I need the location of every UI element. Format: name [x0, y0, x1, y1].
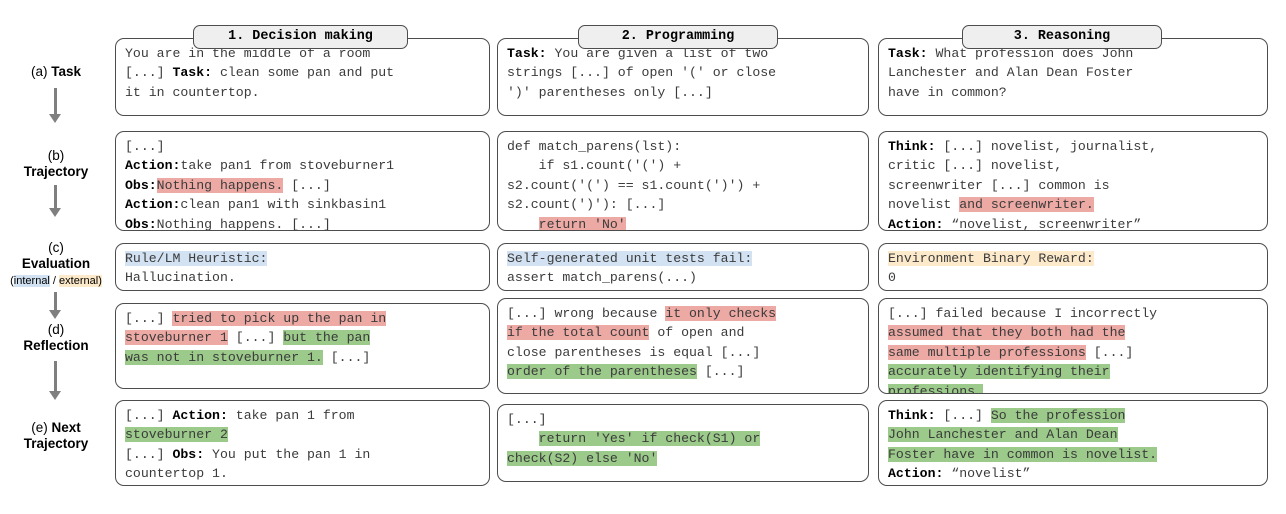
panel-refl-reason-text: [...] failed because I incorrectly assum… — [888, 306, 1157, 393]
stage-index-b: (b) — [47, 148, 65, 163]
stage-name-next-trajectory: Trajectory — [23, 435, 89, 451]
panel-traj-reason-text: Think: [...] novelist, journalist, criti… — [888, 139, 1158, 231]
evaluation-note-separator: / — [49, 275, 60, 287]
evaluation-prog-body: assert match_parens(...) — [507, 270, 697, 286]
evaluation-prog-head: Self-generated unit tests fail: — [507, 251, 753, 266]
column-header-decision-making: 1. Decision making — [193, 25, 408, 49]
stage-index-c: (c) — [48, 240, 64, 255]
stage-label-reflection: (d) Reflection — [0, 322, 112, 353]
panel-evaluation-programming: Self-generated unit tests fail: assert m… — [497, 243, 869, 291]
evaluation-note-external: external — [59, 275, 99, 287]
panel-task-reasoning: Task: What profession does John Lanchest… — [878, 38, 1268, 116]
evaluation-note-open-paren: ( — [10, 275, 14, 287]
stage-name-evaluation: Evaluation — [21, 255, 91, 271]
column-header-reasoning: 3. Reasoning — [962, 25, 1162, 49]
arrow-reflection-to-next-trajectory — [49, 361, 63, 401]
panel-next-trajectory-reasoning: Think: [...] So the profession John Lanc… — [878, 400, 1268, 486]
panel-evaluation-reasoning: Environment Binary Reward: 0 — [878, 243, 1268, 291]
panel-trajectory-decision-making: [...] Action:take pan1 from stoveburner1… — [115, 131, 490, 231]
panel-refl-prog-text: [...] wrong because it only checks if th… — [507, 306, 777, 380]
stage-name-next: Next — [51, 420, 81, 435]
stage-name-trajectory: Trajectory — [23, 163, 89, 179]
panel-task-dm-text: You are in the middle of a room [...] Ta… — [125, 46, 395, 100]
panel-task-prog-text: Task: You are given a list of two string… — [507, 46, 777, 100]
panel-traj-dm-text: [...] Action:take pan1 from stoveburner1… — [125, 139, 395, 231]
evaluation-source-note: (internal / external) — [0, 275, 114, 288]
stage-index-a: (a) — [30, 64, 48, 79]
panel-reflection-decision-making: [...] tried to pick up the pan in stoveb… — [115, 303, 490, 389]
panel-reflection-reasoning: [...] failed because I incorrectly assum… — [878, 298, 1268, 394]
panel-trajectory-reasoning: Think: [...] novelist, journalist, criti… — [878, 131, 1268, 231]
stage-index-d: (d) — [47, 322, 65, 337]
evaluation-reason-head: Environment Binary Reward: — [888, 251, 1094, 266]
stage-label-evaluation: (c) Evaluation — [0, 240, 112, 271]
panel-next-prog-text: [...] return 'Yes' if check(S1) or check… — [507, 412, 761, 466]
stage-index-e: (e) — [31, 420, 48, 435]
panel-refl-dm-text: [...] tried to pick up the pan in stoveb… — [125, 311, 387, 365]
panel-traj-prog-text: def match_parens(lst): if s1.count('(') … — [507, 139, 761, 231]
panel-reflection-programming: [...] wrong because it only checks if th… — [497, 298, 869, 394]
panel-next-trajectory-programming: [...] return 'Yes' if check(S1) or check… — [497, 404, 869, 482]
stage-label-task: (a) Task — [0, 64, 112, 80]
arrow-trajectory-to-evaluation — [49, 185, 63, 218]
evaluation-note-close-paren: ) — [98, 275, 102, 287]
evaluation-dm-body: Hallucination. — [125, 270, 236, 286]
panel-trajectory-programming: def match_parens(lst): if s1.count('(') … — [497, 131, 869, 231]
evaluation-reason-body: 0 — [888, 270, 896, 286]
stage-label-trajectory: (b) Trajectory — [0, 148, 112, 179]
panel-task-programming: Task: You are given a list of two string… — [497, 38, 869, 116]
stage-label-rail: (a) Task (b) Trajectory (c) Evaluation (… — [0, 0, 112, 514]
panel-next-dm-text: [...] Action: take pan 1 from stoveburne… — [125, 408, 371, 482]
stage-name-reflection: Reflection — [23, 337, 89, 353]
stage-label-next-trajectory: (e) Next Trajectory — [0, 420, 112, 451]
arrow-task-to-trajectory — [49, 88, 63, 124]
stage-name-task: Task — [51, 64, 82, 79]
panel-task-reason-text: Task: What profession does John Lanchest… — [888, 46, 1134, 100]
panel-evaluation-decision-making: Rule/LM Heuristic: Hallucination. — [115, 243, 490, 291]
panel-task-decision-making: You are in the middle of a room [...] Ta… — [115, 38, 490, 116]
panel-next-reason-text: Think: [...] So the profession John Lanc… — [888, 408, 1158, 482]
panel-next-trajectory-decision-making: [...] Action: take pan 1 from stoveburne… — [115, 400, 490, 486]
column-header-programming: 2. Programming — [578, 25, 778, 49]
evaluation-note-internal: internal — [13, 275, 50, 287]
evaluation-dm-head: Rule/LM Heuristic: — [125, 251, 268, 266]
arrow-evaluation-to-reflection — [49, 292, 63, 320]
